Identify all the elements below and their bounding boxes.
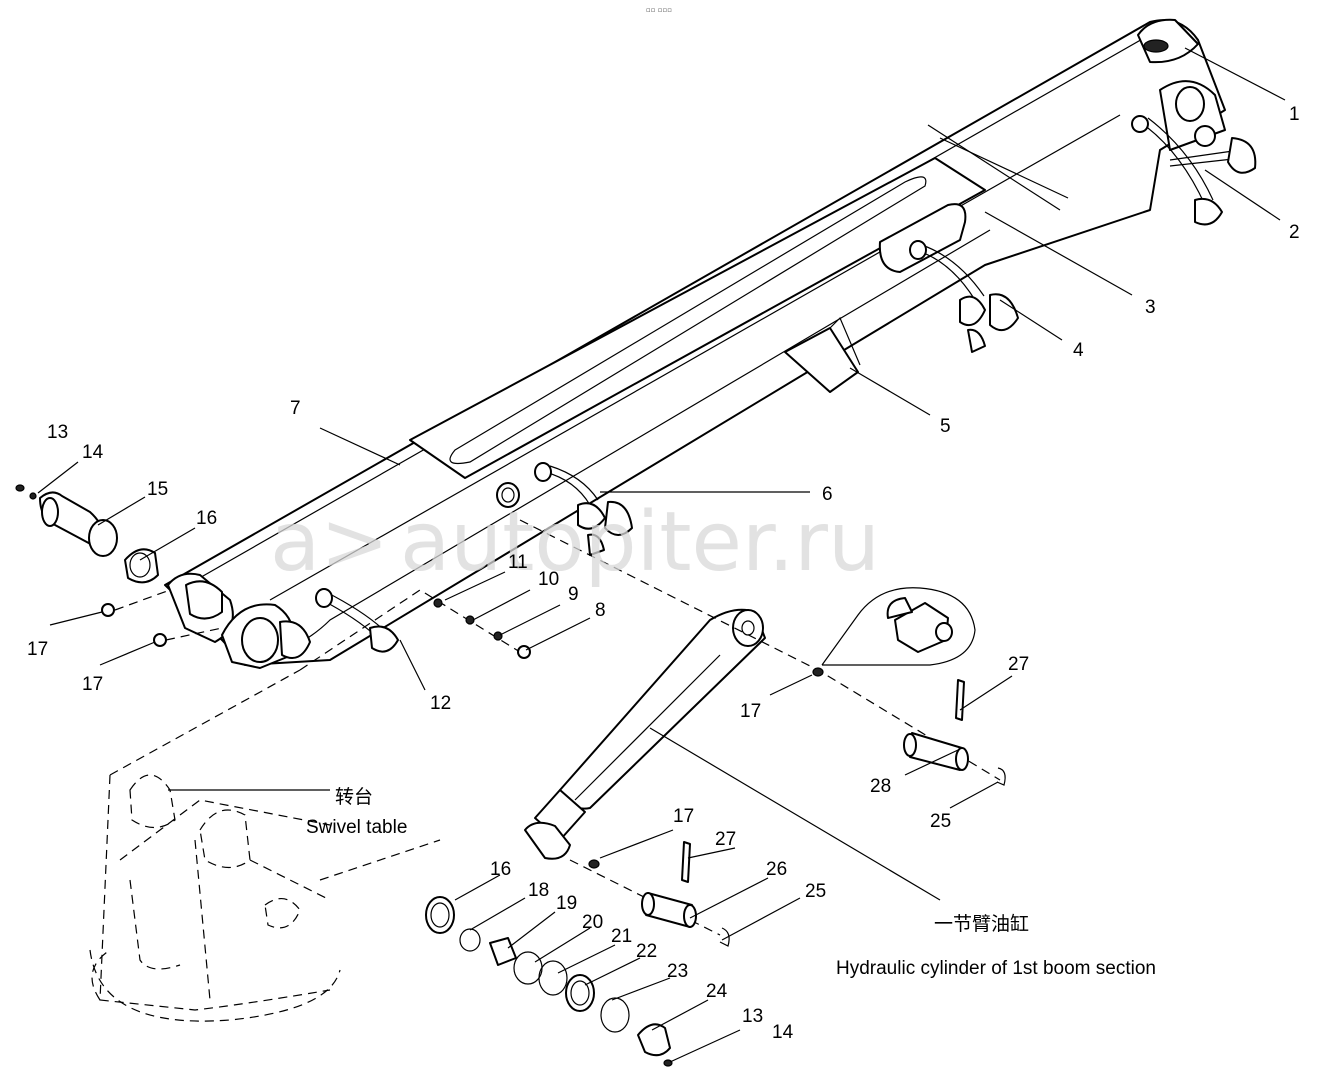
leader-lines <box>37 47 1286 1063</box>
pins-and-clips <box>641 679 1006 947</box>
label-16-left: 16 <box>196 508 217 529</box>
label-23: 23 <box>667 961 688 982</box>
label-17-a: 17 <box>27 639 48 660</box>
watermark-logo: a> <box>270 495 389 590</box>
caption-cylinder-cn: 一节臂油缸 <box>934 913 1029 935</box>
label-15: 15 <box>147 479 168 500</box>
label-1: 1 <box>1289 104 1300 125</box>
label-2: 2 <box>1289 222 1300 243</box>
label-27-upper: 27 <box>1008 654 1029 675</box>
label-17-d: 17 <box>673 806 694 827</box>
boom-section <box>164 18 1257 669</box>
watermark: a> autopiter.ru <box>270 495 880 590</box>
caption-swivel-en: Swivel table <box>306 817 407 838</box>
caption-swivel-cn: 转台 <box>335 786 373 808</box>
label-19: 19 <box>556 893 577 914</box>
label-25-upper: 25 <box>930 811 951 832</box>
label-21: 21 <box>611 926 632 947</box>
label-5: 5 <box>940 416 951 437</box>
label-14-lower: 14 <box>772 1022 794 1043</box>
label-18: 18 <box>528 880 549 901</box>
label-3: 3 <box>1145 297 1156 318</box>
hydraulic-cylinder <box>519 519 1001 936</box>
seal-stack <box>425 896 673 1067</box>
label-4: 4 <box>1073 340 1084 361</box>
label-17-b: 17 <box>82 674 103 695</box>
label-7: 7 <box>290 398 301 419</box>
caption-cylinder-en: Hydraulic cylinder of 1st boom section <box>836 958 1156 979</box>
label-6: 6 <box>822 484 833 505</box>
label-20: 20 <box>582 912 603 933</box>
label-12: 12 <box>430 693 451 714</box>
part-labels: 1 2 3 4 5 6 7 8 9 10 11 12 13 14 15 16 1… <box>27 104 1300 1043</box>
label-13-left: 13 <box>47 422 68 443</box>
label-17-c: 17 <box>740 701 761 722</box>
label-14-left: 14 <box>82 442 104 463</box>
label-28: 28 <box>870 776 891 797</box>
grease-nipple-detail <box>821 587 976 666</box>
label-27-lower: 27 <box>715 829 736 850</box>
header-mark: ▫▫ ▫▫▫ <box>646 6 672 14</box>
label-25-lower: 25 <box>805 881 826 902</box>
swivel-table <box>89 669 441 1022</box>
label-11: 11 <box>508 552 528 573</box>
label-22: 22 <box>636 941 657 962</box>
label-16-lower: 16 <box>490 859 511 880</box>
label-13-lower: 13 <box>742 1006 763 1027</box>
watermark-text: autopiter.ru <box>400 495 880 590</box>
pin-hardware-left <box>15 484 223 647</box>
captions: 转台 Swivel table 一节臂油缸 Hydraulic cylinder… <box>306 786 1156 979</box>
label-26: 26 <box>766 859 787 880</box>
label-8: 8 <box>595 600 606 621</box>
label-10: 10 <box>538 569 559 590</box>
label-9: 9 <box>568 584 579 605</box>
label-24: 24 <box>706 981 728 1002</box>
